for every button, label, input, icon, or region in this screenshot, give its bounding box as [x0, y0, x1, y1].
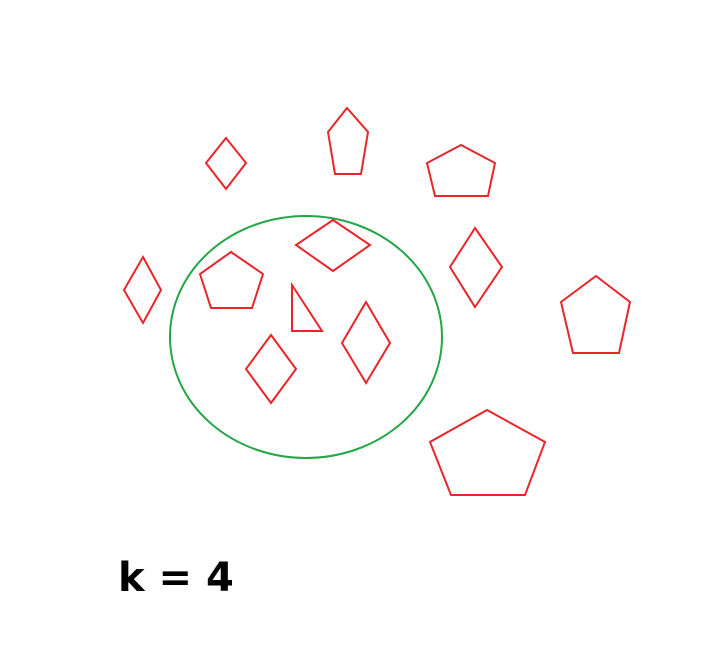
pentagon-top-middle [326, 106, 370, 175]
diamond-inside-bottom [244, 333, 298, 405]
diamond-top-left [204, 136, 248, 191]
pentagon-inside-left [198, 250, 265, 309]
k-value-label: k = 4 [118, 555, 234, 601]
diamond-inside-right [340, 300, 392, 385]
pentagon-bottom-right [428, 408, 547, 496]
diamond-far-left [122, 254, 163, 326]
pentagon-far-right [559, 274, 632, 354]
pentagon-top-right [425, 143, 497, 197]
diamond-inside-top [294, 218, 372, 273]
diamond-right-middle [448, 226, 504, 309]
k-nearest-neighborhood-circle [169, 215, 443, 459]
query-triangle [291, 281, 324, 332]
